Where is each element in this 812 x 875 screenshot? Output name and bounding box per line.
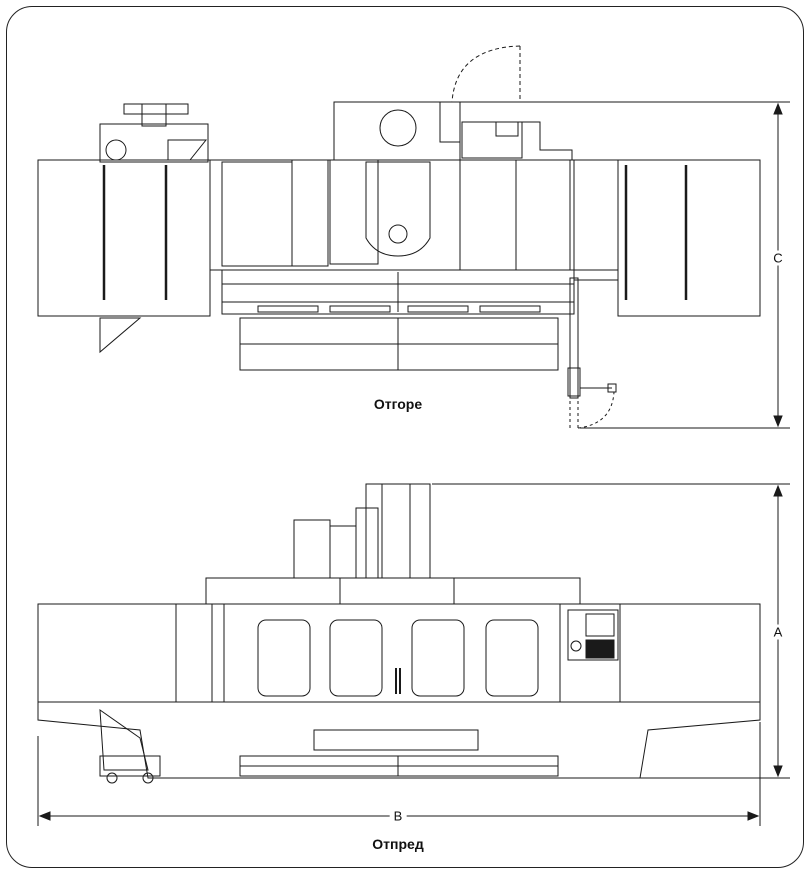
front-view-label: Отпред: [372, 836, 424, 852]
dimension-c-label: C: [769, 250, 787, 266]
front-view-machine: [37, 483, 761, 784]
dimension-b-label: B: [389, 808, 407, 824]
dimension-a-label: A: [769, 624, 787, 640]
top-view-machine: [37, 45, 761, 429]
top-view-label: Отгоре: [373, 396, 423, 412]
drawing-frame: [6, 6, 804, 868]
